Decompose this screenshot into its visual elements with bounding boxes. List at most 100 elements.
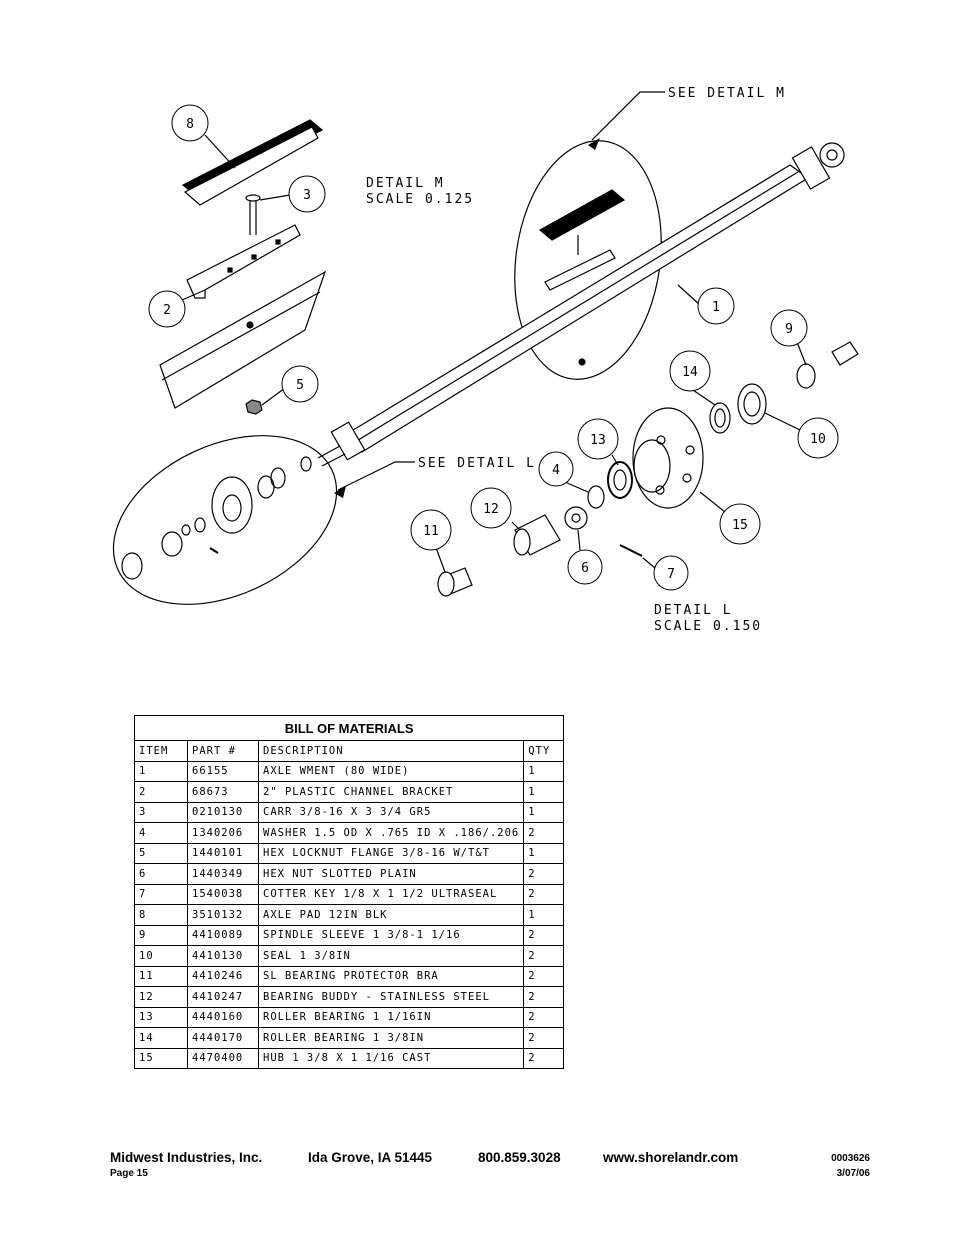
locknut-part: [245, 399, 263, 415]
bom-cell-part: 4410130: [187, 945, 259, 967]
bom-cell-item: 3: [134, 801, 188, 823]
callout-circle-8: [171, 104, 209, 142]
bom-cell-description: CARR 3/8-16 X 3 3/4 GR5: [257, 801, 525, 823]
callout-circle-1: [697, 287, 735, 325]
footer-website[interactable]: www.shorelandr.com: [603, 1150, 739, 1165]
bom-cell-part: 66155: [187, 760, 259, 782]
callout-circle-3: [288, 175, 326, 213]
bom-cell-item: 5: [134, 842, 188, 864]
callout-5: 5: [296, 378, 304, 393]
callout-circle-5: [281, 365, 319, 403]
callout-14: 14: [682, 365, 698, 380]
bom-cell-qty: 2: [523, 924, 565, 946]
bom-header-part: PART #: [187, 740, 259, 762]
callout-1: 1: [712, 300, 720, 315]
footer-page-number: Page 15: [110, 1168, 148, 1179]
footer-date: 3/07/06: [836, 1168, 870, 1179]
bom-cell-qty: 2: [523, 822, 565, 844]
callout-circle-11: [410, 509, 452, 551]
bom-cell-part: 4410247: [187, 986, 259, 1008]
detail-m-title: DETAIL M: [366, 176, 445, 191]
bom-header-item: ITEM: [134, 740, 188, 762]
bom-cell-item: 14: [134, 1027, 188, 1049]
bom-cell-part: 3510132: [187, 904, 259, 926]
spindle-sleeve-part: [796, 363, 816, 389]
footer-city: Ida Grove, IA 51445: [308, 1150, 433, 1165]
detail-m-scale: SCALE 0.125: [366, 192, 474, 207]
detail-m-bracket: [544, 249, 616, 291]
bom-cell-qty: 1: [523, 904, 565, 926]
bom-cell-part: 1440349: [187, 863, 259, 885]
bom-cell-item: 11: [134, 965, 188, 987]
bom-header-description: DESCRIPTION: [257, 740, 525, 762]
bom-cell-item: 12: [134, 986, 188, 1008]
callout-11: 11: [423, 524, 439, 539]
callout-8: 8: [186, 117, 194, 132]
footer-phone: 800.859.3028: [478, 1150, 561, 1165]
bom-cell-item: 7: [134, 883, 188, 905]
axle-section-part: [159, 270, 327, 409]
bom-cell-part: 1540038: [187, 883, 259, 905]
bom-cell-part: 4440170: [187, 1027, 259, 1049]
callout-3: 3: [303, 188, 311, 203]
carriage-bolt-part: [245, 194, 261, 202]
bom-cell-item: 1: [134, 760, 188, 782]
bom-cell-item: 9: [134, 924, 188, 946]
bom-cell-part: 1340206: [187, 822, 259, 844]
roller-bearing-14: [709, 402, 731, 434]
bom-cell-part: 0210130: [187, 801, 259, 823]
roller-bearing-13: [607, 461, 633, 499]
detail-l-scale: SCALE 0.150: [654, 619, 762, 634]
bom-cell-description: BEARING BUDDY - STAINLESS STEEL: [257, 986, 525, 1008]
axle-flange-right: [791, 146, 831, 190]
callout-12: 12: [483, 502, 499, 517]
bom-cell-qty: 2: [523, 965, 565, 987]
bom-cell-qty: 1: [523, 801, 565, 823]
bom-cell-description: COTTER KEY 1/8 X 1 1/2 ULTRASEAL: [257, 883, 525, 905]
bom-header-qty: QTY: [523, 740, 565, 762]
callout-7: 7: [667, 567, 675, 582]
see-detail-m-label: SEE DETAIL M: [668, 86, 786, 101]
callout-15: 15: [732, 518, 748, 533]
bom-cell-description: SL BEARING PROTECTOR BRA: [257, 965, 525, 987]
bom-cell-description: AXLE PAD 12IN BLK: [257, 904, 525, 926]
see-detail-l-label: SEE DETAIL L: [418, 456, 536, 471]
callout-circle-4: [538, 451, 574, 487]
bom-cell-part: 4440160: [187, 1006, 259, 1028]
footer-doc-number: 0003626: [831, 1153, 870, 1164]
callout-circle-10: [797, 417, 839, 459]
bom-cell-qty: 2: [523, 986, 565, 1008]
callout-2: 2: [163, 303, 171, 318]
bom-cell-part: 4410089: [187, 924, 259, 946]
footer-company: Midwest Industries, Inc.: [110, 1150, 263, 1165]
bom-cell-description: SEAL 1 3/8IN: [257, 945, 525, 967]
bom-cell-qty: 2: [523, 1006, 565, 1028]
bom-cell-description: HEX NUT SLOTTED PLAIN: [257, 863, 525, 885]
bom-cell-qty: 2: [523, 945, 565, 967]
callout-circle-9: [770, 309, 808, 347]
bom-cell-description: ROLLER BEARING 1 1/16IN: [257, 1006, 525, 1028]
callout-circle-14: [669, 350, 711, 392]
bom-cell-qty: 2: [523, 1027, 565, 1049]
bom-title: BILL OF MATERIALS: [133, 715, 565, 741]
bom-cell-description: AXLE WMENT (80 WIDE): [257, 760, 525, 782]
bom-cell-description: 2" PLASTIC CHANNEL BRACKET: [257, 781, 525, 803]
bom-cell-item: 8: [134, 904, 188, 926]
bom-cell-description: HEX LOCKNUT FLANGE 3/8-16 W/T&T: [257, 842, 525, 864]
callout-6: 6: [581, 561, 589, 576]
bom-cell-qty: 1: [523, 842, 565, 864]
bom-header-row: ITEM PART # DESCRIPTION QTY: [134, 740, 565, 762]
bom-cell-item: 15: [134, 1047, 188, 1069]
